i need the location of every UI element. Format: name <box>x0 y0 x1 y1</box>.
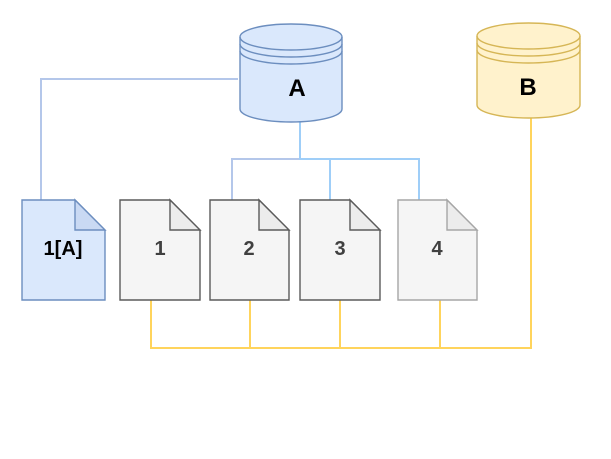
datastore-a-rings <box>239 36 343 65</box>
datastore-a-cylinder <box>239 23 343 123</box>
document-3-node: 3 <box>299 198 382 301</box>
edge-a-to-doc2 <box>231 118 301 201</box>
document-2-fold <box>258 198 291 231</box>
datastore-a-label: A <box>288 75 305 102</box>
datastore-b-rings <box>476 35 581 64</box>
edge-layer <box>40 78 532 349</box>
datastore-b-label: B <box>519 74 536 101</box>
document-3-label: 3 <box>334 238 345 260</box>
document-4-node: 4 <box>397 198 479 301</box>
datastore-b-cylinder <box>476 22 581 119</box>
document-1-label: 1 <box>154 238 165 260</box>
document-2-label: 2 <box>243 238 254 260</box>
document-4-fold <box>446 198 479 231</box>
document-1-fold <box>169 198 202 231</box>
edge-a-to-doc4 <box>299 118 420 201</box>
document-1a-node: 1[A] <box>21 198 107 301</box>
datastore-b-node: B <box>476 22 581 119</box>
document-4-label: 4 <box>431 238 443 260</box>
document-1a-fold <box>74 198 107 231</box>
document-1-node: 1 <box>119 198 202 301</box>
document-2-node: 2 <box>209 198 291 301</box>
document-1a-label: 1[A] <box>44 238 83 260</box>
datastore-a-node: A <box>239 23 343 123</box>
document-3-fold <box>349 198 382 231</box>
edge-a-to-doc1a <box>40 78 238 201</box>
